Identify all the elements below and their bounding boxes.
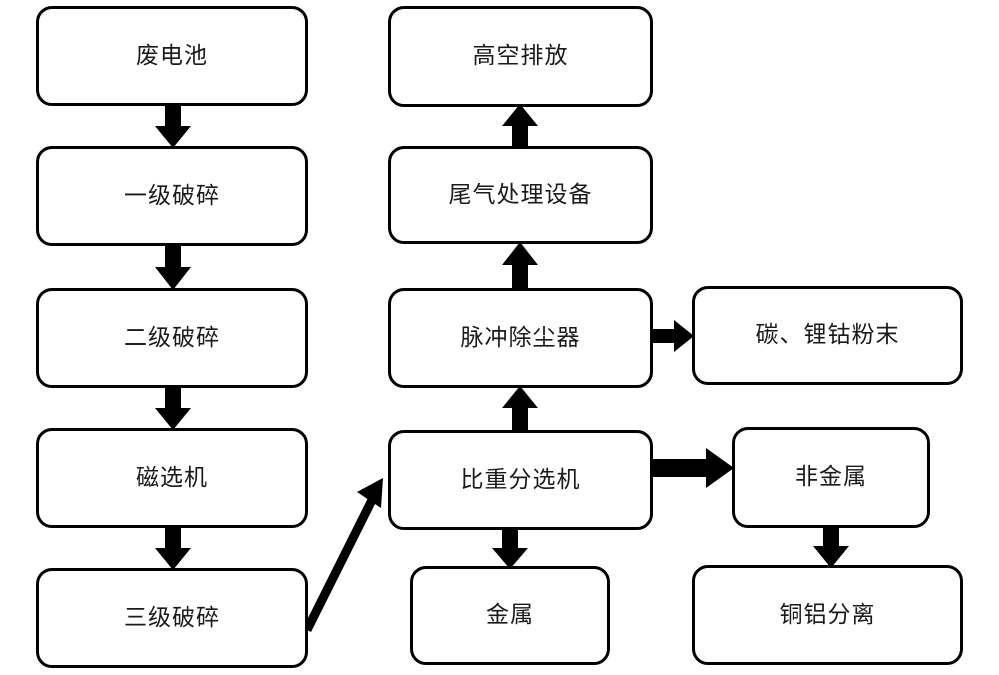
node-secondary-crushing[interactable]: 二级破碎 xyxy=(36,288,308,388)
node-label-high-altitude-discharge: 高空排放 xyxy=(472,43,569,69)
node-high-altitude-discharge[interactable]: 高空排放 xyxy=(388,6,653,107)
arrow-gravity-separator-to-metal xyxy=(490,526,530,571)
arrow-exhaust-treatment-to-high-altitude-discharge xyxy=(500,103,540,149)
node-carbon-lithium-cobalt-powder[interactable]: 碳、锂钴粉末 xyxy=(692,286,963,385)
node-label-primary-crushing: 一级破碎 xyxy=(124,182,220,209)
node-waste-battery[interactable]: 废电池 xyxy=(36,6,308,106)
node-tertiary-crushing[interactable]: 三级破碎 xyxy=(36,568,308,668)
node-label-magnetic-separator: 磁选机 xyxy=(136,464,208,491)
node-label-pulse-dust-collector: 脉冲除尘器 xyxy=(460,324,581,351)
arrow-gravity-separator-to-pulse-dust-collector xyxy=(500,385,540,433)
arrow-primary-crushing-to-secondary-crushing xyxy=(153,242,193,292)
node-label-waste-battery: 废电池 xyxy=(136,42,208,69)
arrow-pulse-dust-collector-to-carbon-lithium-cobalt-powder xyxy=(650,318,696,354)
arrow-tertiary-crushing-to-gravity-separator xyxy=(295,470,395,640)
node-label-exhaust-treatment: 尾气处理设备 xyxy=(448,181,593,208)
node-metal[interactable]: 金属 xyxy=(410,566,610,665)
arrow-waste-battery-to-primary-crushing xyxy=(153,102,193,150)
arrow-secondary-crushing-to-magnetic-separator xyxy=(153,384,193,432)
node-label-secondary-crushing: 二级破碎 xyxy=(124,324,220,351)
node-label-tertiary-crushing: 三级破碎 xyxy=(124,604,220,631)
node-label-metal: 金属 xyxy=(486,602,534,628)
node-label-carbon-lithium-cobalt-powder: 碳、锂钴粉末 xyxy=(755,322,900,348)
node-label-non-metal: 非金属 xyxy=(795,464,867,490)
node-pulse-dust-collector[interactable]: 脉冲除尘器 xyxy=(388,288,653,388)
arrow-non-metal-to-copper-aluminum-separation xyxy=(811,524,851,570)
arrow-magnetic-separator-to-tertiary-crushing xyxy=(153,524,193,572)
node-copper-aluminum-separation[interactable]: 铜铝分离 xyxy=(692,565,963,665)
node-primary-crushing[interactable]: 一级破碎 xyxy=(36,146,308,246)
node-non-metal[interactable]: 非金属 xyxy=(732,427,930,528)
arrow-pulse-dust-collector-to-exhaust-treatment xyxy=(500,241,540,291)
node-label-copper-aluminum-separation: 铜铝分离 xyxy=(779,601,876,628)
node-gravity-separator[interactable]: 比重分选机 xyxy=(388,430,653,530)
arrow-gravity-separator-to-non-metal xyxy=(650,446,736,490)
node-label-gravity-separator: 比重分选机 xyxy=(460,466,581,493)
node-exhaust-treatment[interactable]: 尾气处理设备 xyxy=(388,146,653,244)
node-magnetic-separator[interactable]: 磁选机 xyxy=(36,428,308,528)
